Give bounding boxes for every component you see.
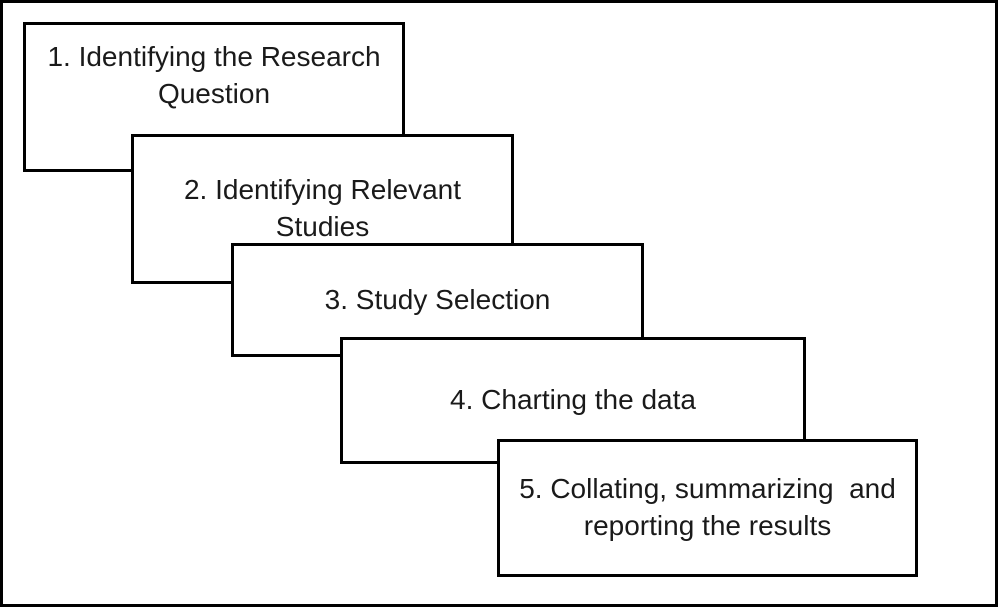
step-box-1: 1. Identifying the Research Question <box>23 22 405 172</box>
step-1-label: 1. Identifying the Research Question <box>47 41 381 109</box>
step-4-label: 4. Charting the data <box>450 384 696 416</box>
step-box-5: 5. Collating, summarizing and reporting … <box>497 439 918 577</box>
step-3-label: 3. Study Selection <box>324 283 551 315</box>
step-2-label: 2. Identifying Relevant Studies <box>183 174 462 242</box>
step-5-label: 5. Collating, summarizing and reporting … <box>519 473 896 541</box>
